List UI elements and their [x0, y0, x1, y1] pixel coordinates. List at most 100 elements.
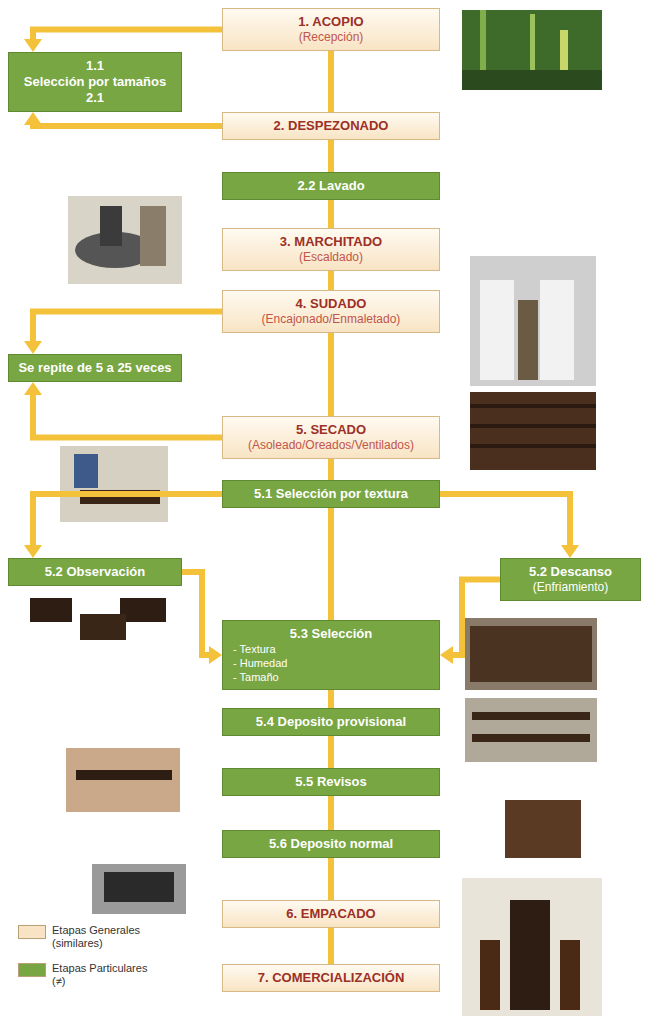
general-stage-box: 6. EMPACADO [222, 900, 440, 928]
stage-subtitle: Selección por tamaños [15, 74, 175, 90]
stage-subtitle: (Encajonado/Enmaletado) [229, 312, 433, 327]
general-stage-box: 4. SUDADO(Encajonado/Enmaletado) [222, 290, 440, 333]
general-stage-box: 1. ACOPIO(Recepción) [222, 8, 440, 51]
stage-title: 5.6 Deposito normal [229, 836, 433, 852]
stage-title: 5.3 Selección [229, 626, 433, 642]
connector-line [33, 494, 222, 545]
general-stage-box: 2. DESPEZONADO [222, 112, 440, 140]
flow-connector [331, 200, 332, 228]
stage-title: 5.2 Descanso [507, 564, 634, 580]
stage-title: 3. MARCHITADO [229, 234, 433, 250]
connector-line [33, 312, 222, 342]
stage-subtitle: - Tamaño [229, 670, 433, 684]
flow-connector [331, 928, 332, 964]
arrow-head [24, 545, 42, 558]
connector-line [328, 736, 334, 768]
general-stage-box: 3. MARCHITADO(Escaldado) [222, 228, 440, 271]
cauldron-photo [68, 196, 182, 284]
flow-connector [331, 858, 332, 900]
particular-stage-box: 5.6 Deposito normal [222, 830, 440, 858]
legend-row: Etapas Generales (similares) [18, 924, 162, 950]
flow-connector [331, 508, 332, 620]
flow-connector [331, 690, 332, 708]
stage-title: 2. DESPEZONADO [229, 118, 433, 134]
workers-photo [470, 256, 596, 386]
stage-title: 5. SECADO [229, 422, 433, 438]
flow-connector [182, 572, 222, 664]
connector-line [328, 200, 334, 228]
connector-line [328, 508, 334, 620]
sorting-photo [60, 446, 168, 522]
arrow-head [209, 646, 222, 664]
flow-connector [331, 459, 332, 480]
connector-line [328, 690, 334, 708]
stage-title: 4. SUDADO [229, 296, 433, 312]
arrow-head [440, 646, 453, 664]
stage-title: 1.1 [15, 58, 175, 74]
general-stage-box: 7. COMERCIALIZACIÓN [222, 964, 440, 992]
particular-stage-box: 5.1 Selección por textura [222, 480, 440, 508]
general-stage-box: 5. SECADO(Asoleado/Oreados/Ventilados) [222, 416, 440, 459]
arrow-head [24, 341, 42, 354]
flow-connector [24, 112, 222, 126]
products-photo [462, 878, 602, 1016]
flow-connector [331, 140, 332, 172]
stage-subtitle: 2.1 [15, 90, 175, 106]
connector-line [328, 928, 334, 964]
legend-row: Etapas Particulares (≠) [18, 962, 162, 988]
arrow-head [561, 545, 579, 558]
particular-stage-box: Se repite de 5 a 25 veces [8, 354, 182, 382]
arrow-head [24, 39, 42, 52]
particular-stage-box: 1.1Selección por tamaños2.1 [8, 52, 182, 112]
particular-stage-box: 2.2 Lavado [222, 172, 440, 200]
connector-line [33, 30, 222, 40]
stage-subtitle: - Humedad [229, 656, 433, 670]
flow-connector [331, 51, 332, 112]
legend-swatch [18, 963, 46, 977]
particular-stage-box: 5.5 Revisos [222, 768, 440, 796]
legend-swatch [18, 925, 46, 939]
stage-title: Se repite de 5 a 25 veces [15, 360, 175, 376]
flow-connector [331, 333, 332, 416]
stage-title: 7. COMERCIALIZACIÓN [229, 970, 433, 986]
flow-connector [331, 796, 332, 830]
flow-connector [331, 271, 332, 290]
stage-subtitle: (Recepción) [229, 30, 433, 45]
flow-connector [24, 382, 222, 438]
stage-title: 6. EMPACADO [229, 906, 433, 922]
resting-photo [465, 618, 597, 690]
stage-title: 5.2 Observación [15, 564, 175, 580]
stage-subtitle: (Asoleado/Oreados/Ventilados) [229, 438, 433, 453]
connector-line [453, 580, 500, 656]
connector-line [328, 459, 334, 480]
bundle-photo [505, 800, 581, 858]
drying-rows-photo [470, 392, 596, 470]
stage-title: 2.2 Lavado [229, 178, 433, 194]
stage-subtitle: - Textura [229, 642, 433, 656]
stage-subtitle: (Enfriamiento) [507, 580, 634, 595]
connector-line [328, 796, 334, 830]
stage-title: 5.4 Deposito provisional [229, 714, 433, 730]
arrow-head [24, 382, 42, 395]
deposit-photo [465, 698, 597, 762]
connector-line [33, 395, 222, 438]
arrow-head [24, 112, 42, 125]
stage-title: 5.5 Revisos [229, 774, 433, 790]
bundles-photo [30, 598, 166, 640]
legend-text: Etapas Generales (similares) [52, 924, 162, 950]
review-photo [66, 748, 180, 812]
stage-title: 5.1 Selección por textura [229, 486, 433, 502]
particular-stage-box: 5.2 Descanso(Enfriamiento) [500, 558, 641, 601]
stage-subtitle: (Escaldado) [229, 250, 433, 265]
particular-stage-box: 5.4 Deposito provisional [222, 708, 440, 736]
connector-line [328, 51, 334, 112]
flow-connector [440, 580, 500, 665]
machine-photo [92, 864, 186, 914]
connector-line [440, 494, 570, 545]
connector-line [182, 572, 209, 655]
flow-connector [331, 736, 332, 768]
